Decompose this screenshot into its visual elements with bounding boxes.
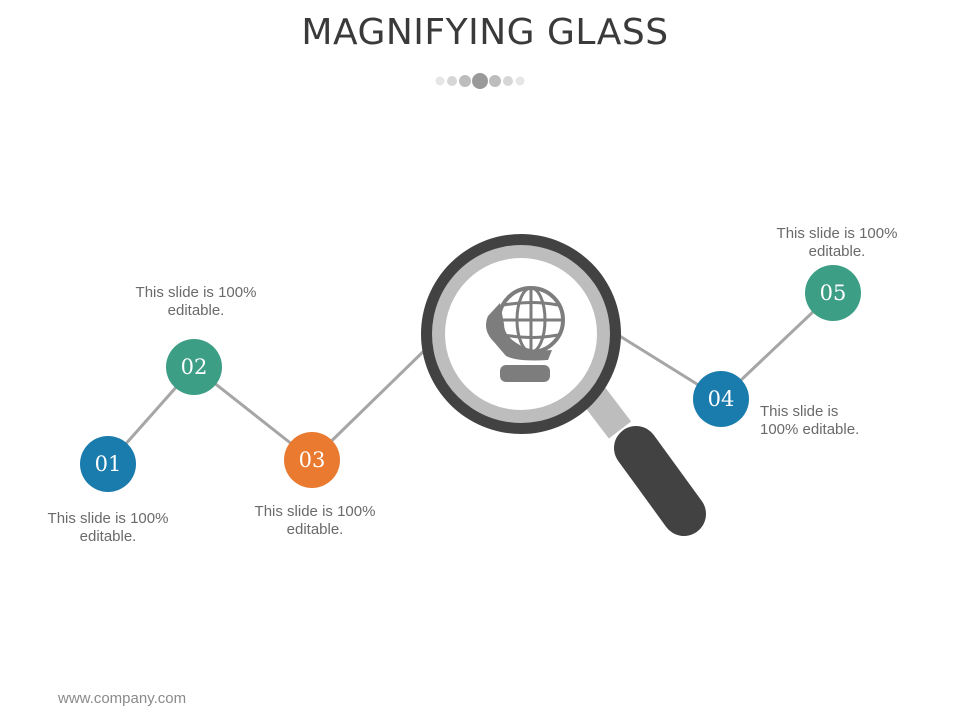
- step-01-caption: This slide is 100% editable.: [47, 510, 169, 545]
- step-02-caption: This slide is 100% editable.: [135, 284, 257, 319]
- step-04-number: 04: [707, 387, 735, 411]
- step-05-caption: This slide is 100% editable.: [776, 225, 898, 260]
- step-04-circle: 04: [693, 371, 749, 427]
- hand-holding-globe-icon: [486, 286, 565, 382]
- title-divider-dots: [435, 73, 525, 89]
- step-02-number: 02: [180, 355, 208, 379]
- step-04-caption: This slide is 100% editable.: [760, 403, 860, 438]
- step-05-circle: 05: [805, 265, 861, 321]
- step-05-number: 05: [819, 281, 847, 305]
- step-03-number: 03: [298, 448, 326, 472]
- step-02-circle: 02: [166, 339, 222, 395]
- magnifying-glass-icon: [421, 234, 706, 536]
- step-01-circle: 01: [80, 436, 136, 492]
- page-title: MAGNIFYING GLASS: [301, 12, 669, 53]
- step-03-caption: This slide is 100% editable.: [254, 503, 376, 538]
- footer-website: www.company.com: [58, 690, 187, 707]
- step-03-circle: 03: [284, 432, 340, 488]
- step-01-number: 01: [94, 452, 122, 476]
